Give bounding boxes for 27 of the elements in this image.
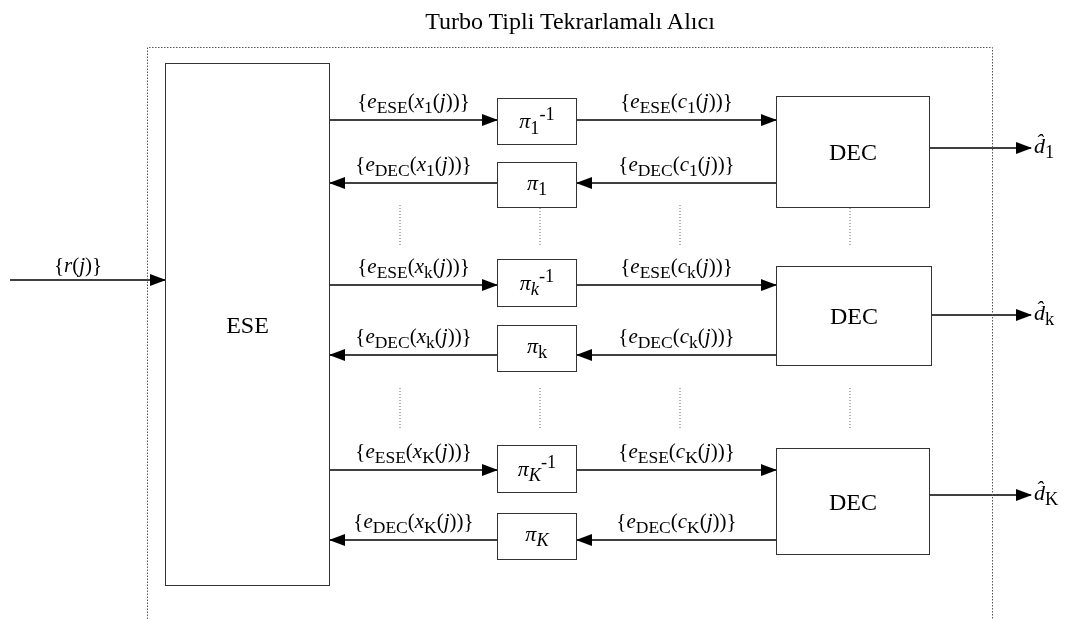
decoder-box: DEC	[776, 266, 932, 366]
arrow	[929, 142, 1032, 154]
arrow	[576, 177, 777, 189]
arrow	[929, 489, 1032, 501]
estimator-box: ESE	[165, 63, 330, 586]
arrow	[9, 274, 166, 286]
interleaver-box: π$_{1}$	[497, 162, 577, 208]
arrow	[576, 464, 777, 476]
arrow	[329, 464, 498, 476]
decoder-box: DEC	[776, 96, 930, 208]
arrow	[329, 114, 498, 126]
arrow	[329, 177, 498, 189]
decoder-box: DEC	[776, 448, 930, 555]
output-symbol: d̂$_{K}$	[1034, 475, 1064, 515]
arrow	[576, 534, 777, 546]
interleaver-box: π$_{k}$	[497, 325, 577, 372]
arrow	[931, 309, 1032, 321]
arrow	[329, 349, 498, 361]
arrow	[576, 279, 777, 291]
arrow	[576, 349, 777, 361]
output-symbol: d̂$_{k}$	[1034, 295, 1064, 335]
interleaver-box: π$_{K}$	[497, 513, 577, 560]
arrow	[576, 114, 777, 126]
arrow	[329, 534, 498, 546]
frame-title: Turbo Tipli Tekrarlamalı Alıcı	[424, 8, 716, 35]
output-symbol: d̂$_{1}$	[1034, 128, 1064, 168]
arrow	[329, 279, 498, 291]
